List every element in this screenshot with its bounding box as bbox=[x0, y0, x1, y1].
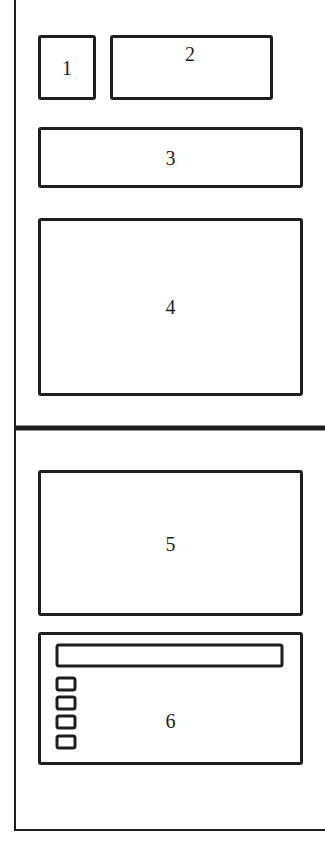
callout-number: 3 bbox=[166, 148, 176, 168]
square-shape bbox=[57, 678, 75, 690]
callout-number: 5 bbox=[166, 534, 176, 554]
layout-box: 5 bbox=[38, 470, 303, 616]
square-shape bbox=[57, 736, 75, 748]
layout-box: 2 bbox=[110, 35, 273, 100]
layout-box: 1 bbox=[38, 35, 96, 100]
callout-number: 4 bbox=[166, 297, 176, 317]
layout-box: 6 bbox=[38, 632, 303, 765]
callout-number: 6 bbox=[166, 711, 176, 731]
bar-shape bbox=[57, 645, 282, 666]
frame-line bbox=[15, 829, 325, 831]
layout-box: 3 bbox=[38, 127, 303, 188]
layout-box: 4 bbox=[38, 218, 303, 396]
square-shape bbox=[57, 697, 75, 709]
frame-line bbox=[14, 0, 16, 831]
divider-line bbox=[15, 426, 325, 431]
callout-number: 2 bbox=[185, 44, 195, 64]
square-shape bbox=[57, 716, 75, 728]
callout-number: 1 bbox=[62, 58, 72, 78]
